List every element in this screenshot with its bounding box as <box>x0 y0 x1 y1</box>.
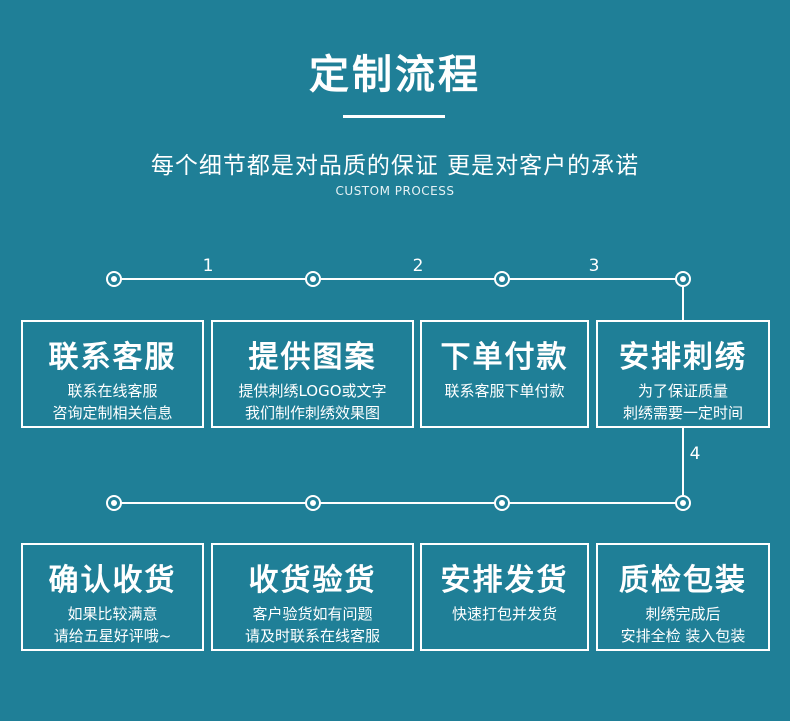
timeline-row1-line <box>114 278 684 280</box>
step-card-title: 下单付款 <box>440 340 569 375</box>
step-card-title: 收货验货 <box>248 563 377 598</box>
step-card-quality-check: 质检包装 刺绣完成后 安排全检 装入包装 <box>596 543 770 651</box>
step-number-1: 1 <box>202 256 214 276</box>
page-subtitle-english: CUSTOM PROCESS <box>335 184 455 198</box>
timeline-connector-bottom <box>682 428 684 496</box>
step-card-shipping: 安排发货 快速打包并发货 <box>420 543 589 651</box>
step-card-title: 安排刺绣 <box>619 340 747 375</box>
step-card-provide-design: 提供图案 提供刺绣LOGO或文字 我们制作刺绣效果图 <box>211 320 414 428</box>
timeline-node-7 <box>305 495 321 511</box>
step-card-desc-line2: 刺绣需要一定时间 <box>622 404 743 422</box>
step-card-title: 质检包装 <box>619 563 747 598</box>
timeline-node-8 <box>106 495 122 511</box>
step-card-desc-line2: 咨询定制相关信息 <box>52 404 173 422</box>
step-number-2: 2 <box>412 256 424 276</box>
step-card-desc-line1: 客户验货如有问题 <box>252 605 373 623</box>
timeline-node-2 <box>305 271 321 287</box>
step-card-desc-line1: 提供刺绣LOGO或文字 <box>238 382 387 400</box>
step-card-desc-line2: 我们制作刺绣效果图 <box>244 404 380 422</box>
step-card-desc-line2: 请及时联系在线客服 <box>244 627 380 645</box>
step-card-desc-line2: 请给五星好评哦~ <box>53 627 172 645</box>
step-card-title: 联系客服 <box>48 340 177 375</box>
step-card-place-order: 下单付款 联系客服下单付款 <box>420 320 589 428</box>
step-card-title: 安排发货 <box>440 563 569 598</box>
step-card-confirm-receipt: 确认收货 如果比较满意 请给五星好评哦~ <box>21 543 204 651</box>
timeline-row2-line <box>114 502 684 504</box>
step-card-desc-line1: 刺绣完成后 <box>645 605 721 623</box>
step-number-4: 4 <box>689 444 701 464</box>
timeline-node-6 <box>494 495 510 511</box>
timeline-connector-top <box>682 285 684 320</box>
step-number-3: 3 <box>588 256 600 276</box>
step-card-desc-line1: 为了保证质量 <box>637 382 728 400</box>
step-card-inspect-goods: 收货验货 客户验货如有问题 请及时联系在线客服 <box>211 543 414 651</box>
title-divider <box>343 115 445 118</box>
step-card-title: 提供图案 <box>248 340 377 375</box>
step-card-desc-line1: 联系在线客服 <box>67 382 158 400</box>
step-card-contact-service: 联系客服 联系在线客服 咨询定制相关信息 <box>21 320 204 428</box>
timeline-node-3 <box>494 271 510 287</box>
step-card-desc-line2: 安排全检 装入包装 <box>620 627 746 645</box>
timeline-node-1 <box>106 271 122 287</box>
step-card-embroidery: 安排刺绣 为了保证质量 刺绣需要一定时间 <box>596 320 770 428</box>
step-card-desc-line1: 如果比较满意 <box>67 605 158 623</box>
page-subtitle: 每个细节都是对品质的保证 更是对客户的承诺 <box>150 153 640 179</box>
step-card-desc-line1: 联系客服下单付款 <box>444 382 565 400</box>
page-title: 定制流程 <box>309 52 481 98</box>
timeline-node-5 <box>675 495 691 511</box>
step-card-title: 确认收货 <box>48 563 177 598</box>
step-card-desc-line1: 快速打包并发货 <box>451 605 557 623</box>
